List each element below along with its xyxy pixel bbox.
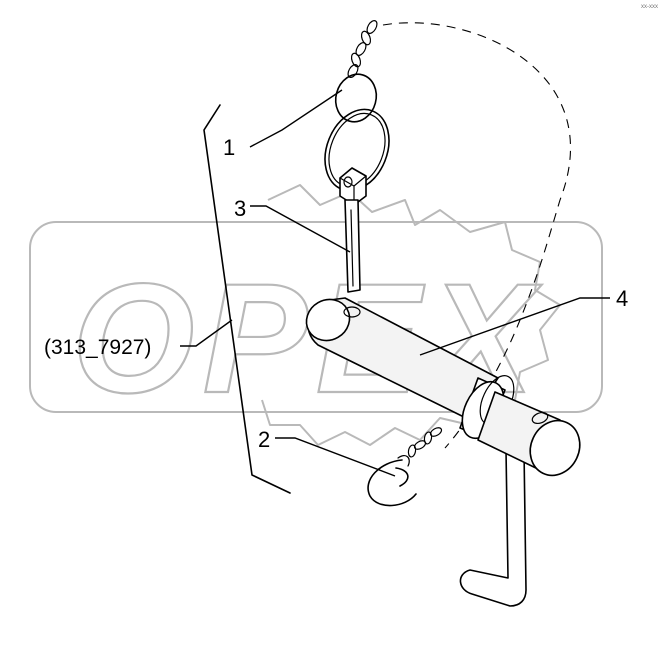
chain-upper [347, 20, 378, 78]
leader-lines [180, 89, 610, 477]
corner-code: xx-xxx [641, 4, 658, 10]
leader-4 [419, 297, 610, 356]
watermark-gear [261, 184, 561, 446]
leader-1 [249, 89, 343, 148]
leader-2 [275, 437, 396, 477]
small-ring [334, 73, 378, 123]
reference-bracket [203, 104, 291, 494]
part-4-hitch-pin [305, 297, 581, 607]
callout-1: 1 [223, 135, 235, 160]
part-3-lock-pin [339, 167, 367, 293]
callout-2: 2 [258, 427, 270, 452]
reference-label: (313_7927) [44, 336, 151, 359]
chain-lower [407, 427, 443, 458]
leader-3 [250, 205, 351, 253]
callout-4: 4 [616, 286, 628, 311]
leader-ref [180, 319, 233, 347]
watermark-badge [29, 221, 603, 413]
callout-3: 3 [234, 196, 246, 221]
part-2-spring-clip [367, 427, 443, 507]
